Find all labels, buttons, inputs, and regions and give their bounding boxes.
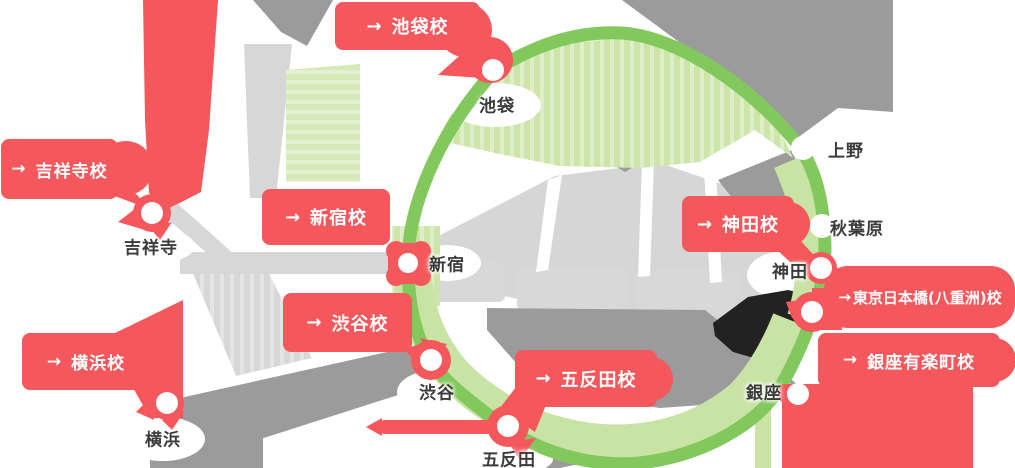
arrow-icon: → — [284, 206, 302, 228]
arrow-icon: → — [696, 213, 714, 235]
station-label-shibuya: 渋谷 — [419, 383, 455, 404]
arrow-icon: → — [11, 159, 27, 179]
arrow-icon: → — [46, 351, 63, 372]
label-bump — [629, 356, 673, 401]
station-dot-kanda — [810, 257, 832, 279]
arrow-icon: → — [842, 350, 859, 370]
school-link-shibuya[interactable]: → 渋谷校 — [283, 293, 412, 352]
arrow-icon: → — [306, 312, 323, 333]
school-label: 五反田校 — [560, 369, 637, 391]
arrow-icon: → — [366, 15, 383, 37]
station-dot-ginza — [787, 383, 809, 405]
station-label-ikebukuro: 池袋 — [479, 96, 515, 117]
school-link-shinjuku[interactable]: → 新宿校 — [262, 189, 390, 245]
station-label-yokohama: 横浜 — [145, 430, 181, 451]
school-label: 渋谷校 — [331, 313, 389, 335]
yamanote-loop-line — [401, 26, 832, 468]
label-bump — [766, 202, 810, 246]
station-dot-shibuya — [420, 349, 442, 371]
station-dot-gotanda — [497, 415, 519, 437]
station-label-akihabara: 秋葉原 — [830, 219, 884, 240]
label-bump — [972, 338, 1015, 382]
school-label: 横浜校 — [71, 354, 126, 374]
station-dot-kichijoji — [141, 202, 163, 224]
station-dots — [141, 59, 834, 437]
station-label-ueno: 上野 — [828, 141, 864, 162]
station-dot-ikebukuro — [482, 59, 504, 81]
station-label-ginza: 銀座 — [746, 383, 782, 404]
school-link-tokyo-nihonbashi-yaesu[interactable]: → 東京日本橋(八重洲)校 — [825, 267, 1015, 327]
station-label-kichijoji: 吉祥寺 — [124, 238, 178, 259]
school-link-ikebukuro[interactable]: → 池袋校 — [335, 2, 480, 50]
school-link-gotanda[interactable]: → 五反田校 — [515, 350, 673, 407]
station-dot-yokohama — [156, 392, 178, 414]
school-label: 神田校 — [722, 215, 780, 236]
station-label-kanda: 神田 — [772, 262, 808, 283]
station-label-shinjuku: 新宿 — [429, 255, 465, 276]
school-link-kichijoji[interactable]: → 吉祥寺校 — [1, 139, 118, 199]
school-label: 銀座有楽町校 — [867, 352, 976, 373]
station-dot-shinjuku — [398, 253, 418, 273]
station-dot-akihabara — [810, 214, 834, 238]
station-label-gotanda: 五反田 — [482, 450, 536, 468]
school-label: 新宿校 — [310, 208, 368, 229]
station-dot-ueno — [791, 136, 815, 160]
rail-lines-light — [162, 44, 808, 376]
school-label: 東京日本橋(八重洲)校 — [852, 288, 1002, 307]
school-label: 池袋校 — [391, 17, 449, 38]
school-label: 吉祥寺校 — [35, 161, 108, 182]
arrow-icon: → — [838, 288, 851, 306]
school-link-yokohama[interactable]: → 横浜校 — [22, 333, 150, 390]
school-link-kanda[interactable]: → 神田校 — [682, 196, 810, 252]
school-link-ginza-yurakucho[interactable]: → 銀座有楽町校 — [818, 333, 1015, 387]
arrow-icon: → — [535, 368, 552, 389]
station-dot-tokyo-nihonbashi — [801, 301, 823, 323]
